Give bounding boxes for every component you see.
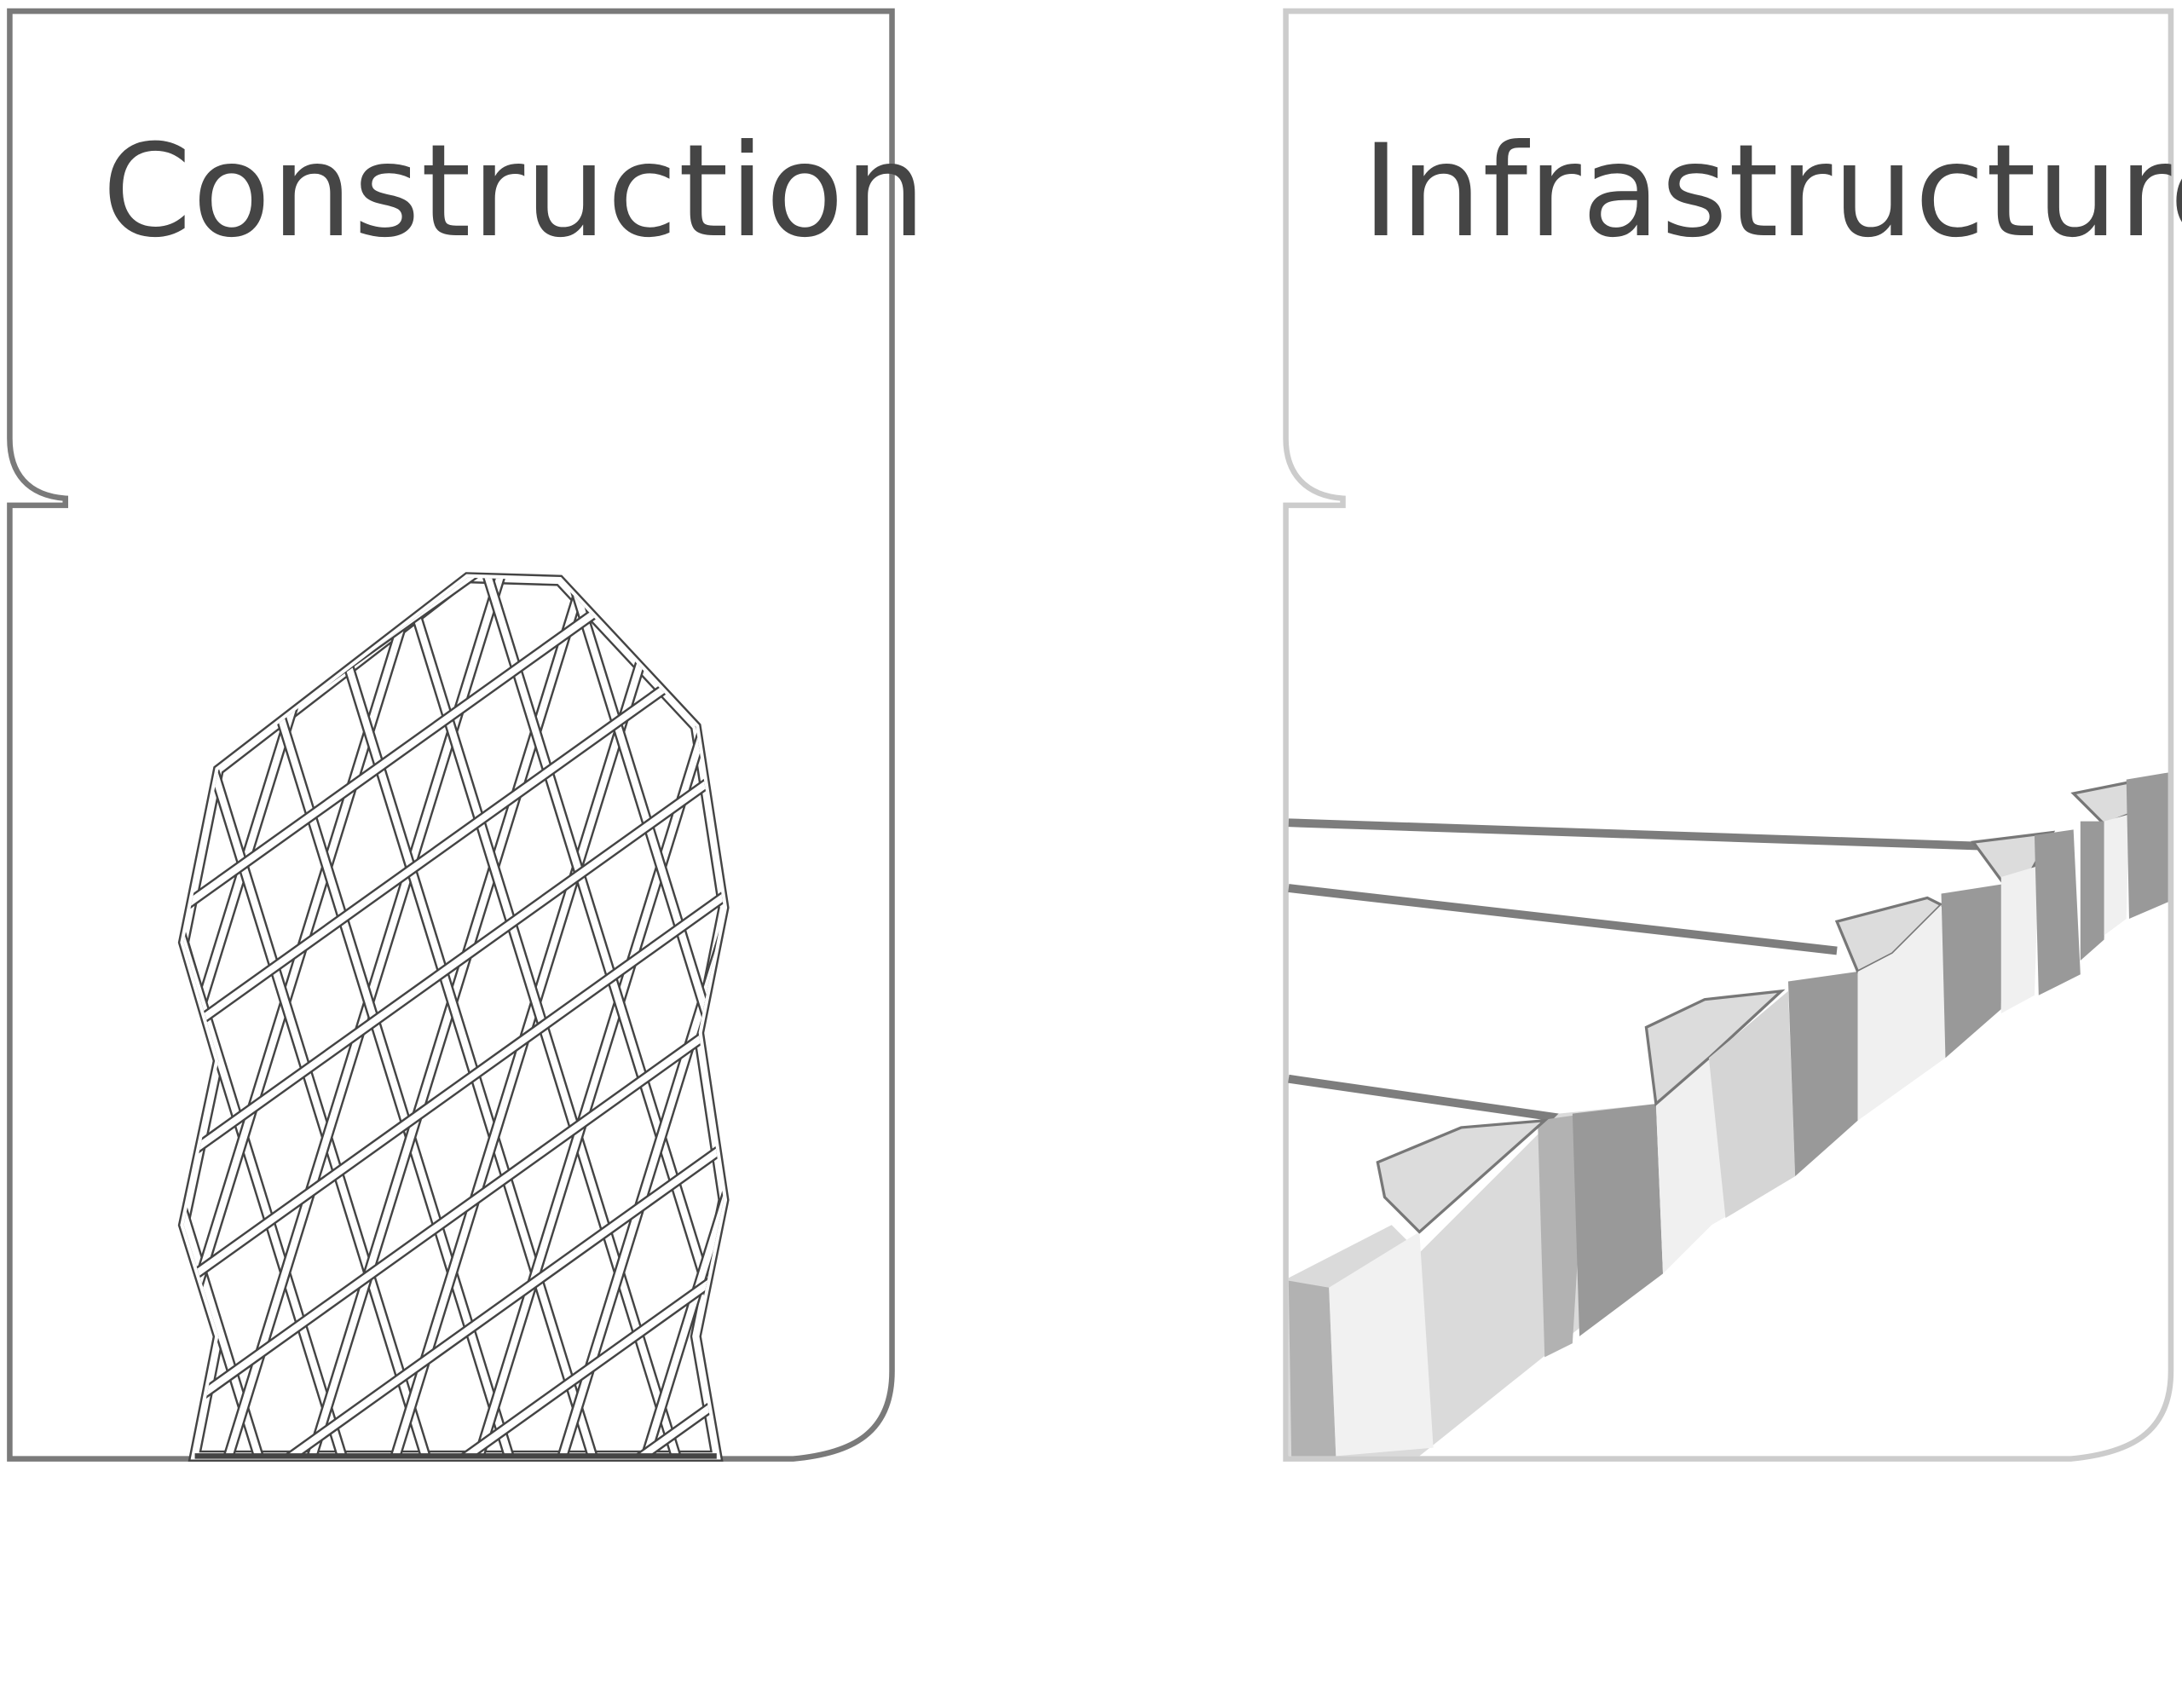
diagrid-member: [224, 577, 505, 1457]
diagrid-member: [316, 577, 597, 1457]
diagrid-member: [308, 577, 588, 1457]
diagrid-member: [183, 654, 430, 1457]
diagrid-member: [183, 639, 724, 1039]
diagrid-member: [183, 577, 653, 914]
infrastructure-card[interactable]: [1283, 8, 2174, 1462]
diagrid-member: [475, 644, 724, 1457]
diagrid-member: [642, 1186, 724, 1457]
diagrid-member: [183, 1015, 724, 1415]
construction-card[interactable]: [7, 8, 895, 1462]
construction-title: Construction: [102, 118, 927, 266]
diagrid-member: [183, 890, 724, 1290]
diagrid-member: [286, 1140, 724, 1457]
diagrid-member: [460, 1266, 724, 1457]
infrastructure-title: Infrastructure: [1362, 118, 2182, 266]
diagrid-member: [483, 577, 724, 1359]
diagrid-member: [183, 765, 724, 1164]
sheet-pile-wall-icon: [1288, 772, 2168, 1457]
diagrid-member: [183, 577, 421, 1351]
